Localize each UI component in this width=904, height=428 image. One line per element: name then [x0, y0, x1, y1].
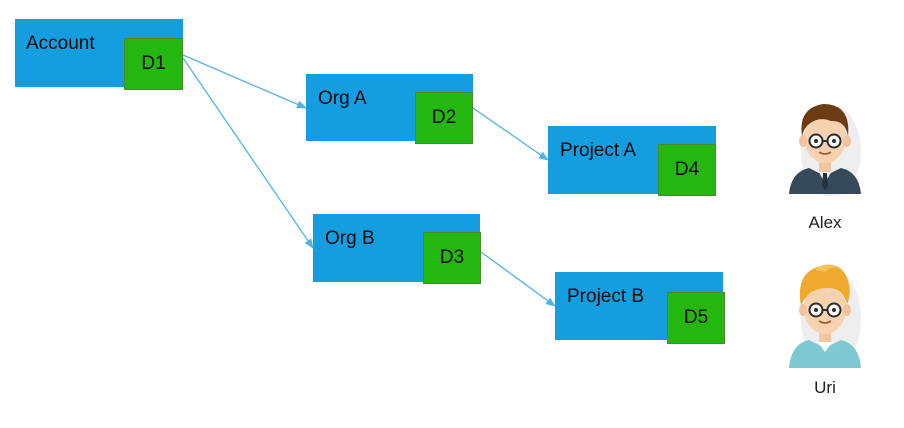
- node-org-a-label: Org A: [318, 88, 367, 109]
- node-account-label: Account: [26, 33, 95, 54]
- arrow-account-orgb: [182, 57, 314, 249]
- user-avatar-icon: [789, 264, 861, 368]
- doc-badge-d1[interactable]: D1: [124, 38, 183, 90]
- arrow-account-orga: [182, 54, 307, 109]
- doc-badge-d5[interactable]: D5: [667, 292, 725, 344]
- user-avatar-icon: [789, 104, 861, 197]
- doc-badge-d2[interactable]: D2: [415, 92, 473, 144]
- person-alex-name: Alex: [808, 213, 842, 232]
- arrow-orga-projecta: [472, 107, 549, 161]
- doc-badge-d3[interactable]: D3: [423, 232, 481, 284]
- person-uri-name: Uri: [814, 378, 836, 397]
- doc-badge-d4[interactable]: D4: [658, 144, 716, 196]
- node-org-b-label: Org B: [325, 228, 375, 249]
- node-project-b-label: Project B: [567, 286, 645, 307]
- person-uri: [785, 258, 865, 370]
- node-project-a-label: Project A: [560, 140, 637, 161]
- arrow-orgb-projectb: [480, 251, 556, 307]
- person-alex: [785, 96, 865, 197]
